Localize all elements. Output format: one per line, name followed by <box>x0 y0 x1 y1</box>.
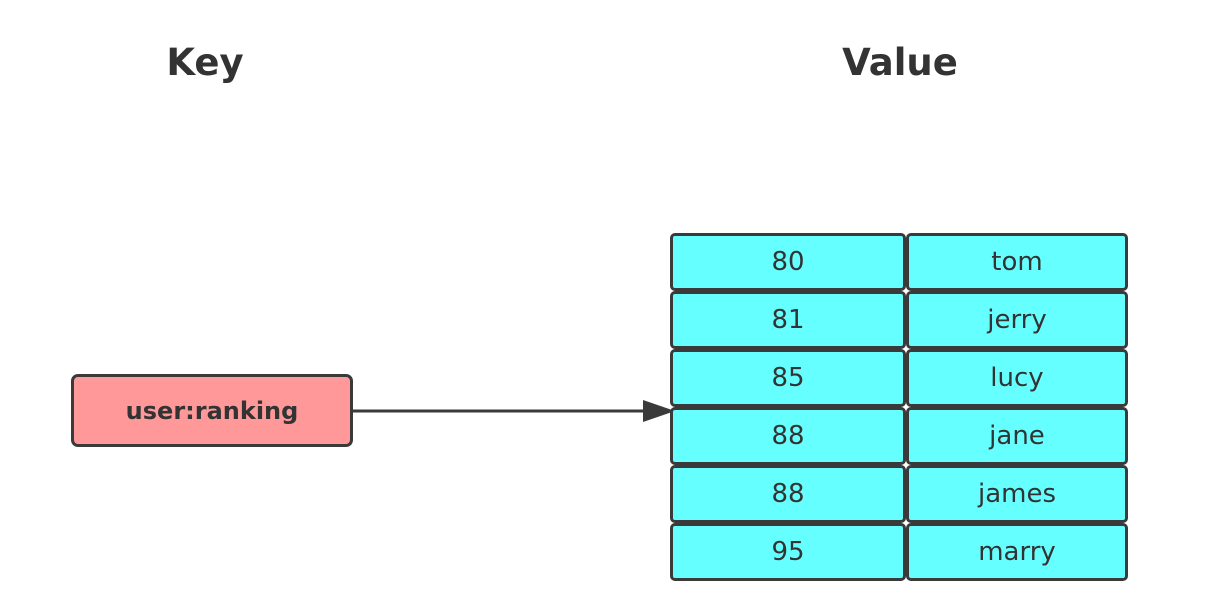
member-cell: jerry <box>906 291 1128 349</box>
zset-row: 81 jerry <box>670 291 1128 349</box>
key-heading: Key <box>166 41 244 84</box>
zset-row: 85 lucy <box>670 349 1128 407</box>
member-cell: james <box>906 465 1128 523</box>
member-cell: marry <box>906 523 1128 581</box>
score-cell: 95 <box>670 523 906 581</box>
zset-row: 80 tom <box>670 233 1128 291</box>
score-cell: 88 <box>670 465 906 523</box>
value-heading: Value <box>842 41 958 84</box>
score-cell: 80 <box>670 233 906 291</box>
zset-row: 95 marry <box>670 523 1128 581</box>
member-cell: lucy <box>906 349 1128 407</box>
sorted-set-value: 80 tom 81 jerry 85 lucy 88 jane 88 james… <box>670 233 1128 581</box>
zset-row: 88 james <box>670 465 1128 523</box>
score-cell: 81 <box>670 291 906 349</box>
score-cell: 85 <box>670 349 906 407</box>
score-cell: 88 <box>670 407 906 465</box>
key-node: user:ranking <box>71 374 353 447</box>
member-cell: jane <box>906 407 1128 465</box>
arrow-head <box>643 400 675 422</box>
pointer-arrow <box>353 400 675 422</box>
zset-row: 88 jane <box>670 407 1128 465</box>
member-cell: tom <box>906 233 1128 291</box>
